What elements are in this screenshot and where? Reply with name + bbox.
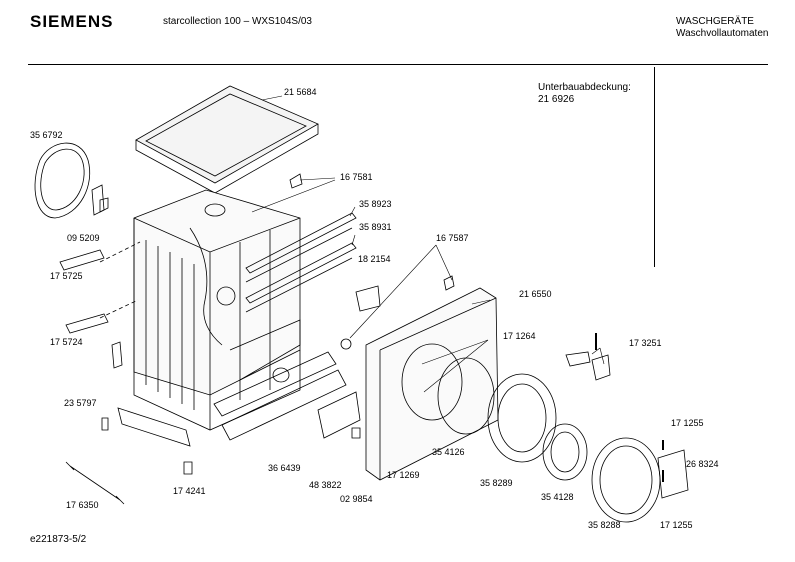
small-parts <box>59 173 664 505</box>
category-line-1: WASCHGERÄTE <box>676 16 754 27</box>
right-divider <box>654 67 655 267</box>
header-divider <box>28 64 768 65</box>
leader-lines <box>251 95 605 393</box>
support-rails <box>245 212 357 313</box>
part-label-171255-top: 17 1255 <box>671 418 704 428</box>
front-panel <box>365 287 499 481</box>
door-assembly <box>487 373 689 523</box>
part-label-095209: 09 5209 <box>67 233 100 243</box>
part-label-358288: 35 8288 <box>588 520 621 530</box>
control-panel <box>213 351 361 441</box>
part-label-171269: 17 1269 <box>387 470 420 480</box>
part-label-216550: 21 6550 <box>519 289 552 299</box>
part-label-358923: 35 8923 <box>359 199 392 209</box>
document-id: e221873-5/2 <box>30 534 87 545</box>
part-label-171264: 17 1264 <box>503 331 536 341</box>
part-label-483822: 48 3822 <box>309 480 342 490</box>
top-lid <box>135 85 319 194</box>
part-label-356792: 35 6792 <box>30 130 63 140</box>
part-label-354126: 35 4126 <box>432 447 465 457</box>
part-label-171255-bottom: 17 1255 <box>660 520 693 530</box>
cabinet-frame <box>133 189 301 431</box>
part-label-176350: 17 6350 <box>66 500 99 510</box>
door-gasket-ring <box>34 142 91 219</box>
base-rail <box>117 407 191 447</box>
part-label-167581: 16 7581 <box>340 172 373 182</box>
note-line-1: Unterbauabdeckung: <box>538 82 631 93</box>
part-label-175725: 17 5725 <box>50 271 83 281</box>
part-label-182154: 18 2154 <box>358 254 391 264</box>
part-label-215684: 21 5684 <box>284 87 317 97</box>
part-label-174241: 17 4241 <box>173 486 206 496</box>
part-label-366439: 36 6439 <box>268 463 301 473</box>
part-label-167587: 16 7587 <box>436 233 469 243</box>
part-label-354128: 35 4128 <box>541 492 574 502</box>
part-label-268324: 26 8324 <box>686 459 719 469</box>
part-label-235797: 23 5797 <box>64 398 97 408</box>
model-title: starcollection 100 – WXS104S/03 <box>163 16 312 27</box>
part-label-173251: 17 3251 <box>629 338 662 348</box>
part-label-029854: 02 9854 <box>340 494 373 504</box>
brand-logo: SIEMENS <box>30 12 114 31</box>
part-label-175724: 17 5724 <box>50 337 83 347</box>
part-label-358931: 35 8931 <box>359 222 392 232</box>
note-line-2: 21 6926 <box>538 94 575 105</box>
part-label-358289: 35 8289 <box>480 478 513 488</box>
category-line-2: Waschvollautomaten <box>676 28 769 39</box>
